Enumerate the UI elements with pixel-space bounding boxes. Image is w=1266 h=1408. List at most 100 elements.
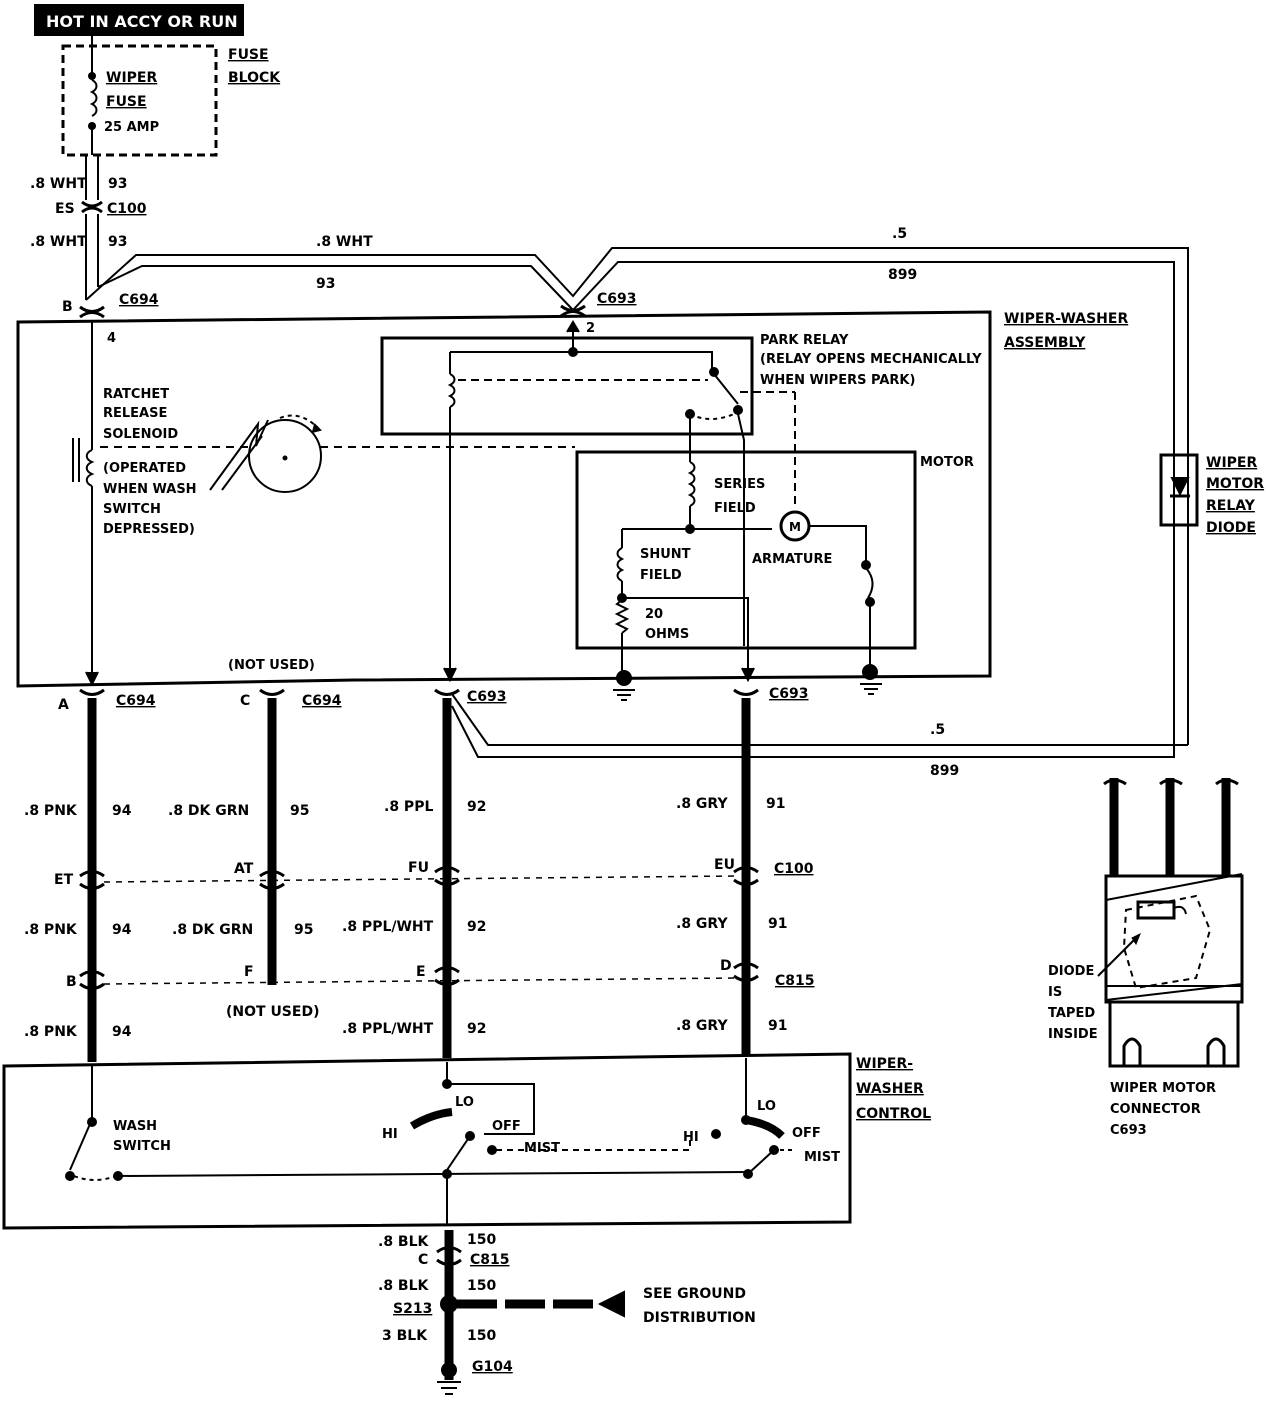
diode-note-3: TAPED xyxy=(1048,1006,1095,1021)
wash-switch-label-2: SWITCH xyxy=(113,1139,171,1154)
park-relay-label-1: PARK RELAY xyxy=(760,333,849,348)
diode-label-4: DIODE xyxy=(1206,520,1256,536)
connector-c694-top: C694 xyxy=(119,292,159,308)
series-field-label-2: FIELD xyxy=(714,501,756,516)
right-switch-mist: MIST xyxy=(804,1150,840,1165)
pin-et: ET xyxy=(54,872,74,888)
wire-91-circuit-1: 91 xyxy=(766,796,785,812)
wire-150-circuit-2: 150 xyxy=(467,1278,496,1294)
pin-2: 2 xyxy=(586,321,595,336)
solenoid-label-1: RATCHET xyxy=(103,387,169,402)
wire-92-gauge-1: .8 PPL xyxy=(384,799,433,815)
park-relay xyxy=(380,320,796,683)
connector-caption-2: CONNECTOR xyxy=(1110,1102,1201,1117)
connector-c815-right: C815 xyxy=(775,973,815,989)
wire-93-circuit-span: 93 xyxy=(316,276,335,292)
wire-91-circuit-2: 91 xyxy=(768,916,787,932)
solenoid-label-3: SOLENOID xyxy=(103,427,178,442)
wire-95-gauge-2: .8 DK GRN xyxy=(172,922,253,938)
control-box xyxy=(2,1052,852,1230)
wire-91-gauge-1: .8 GRY xyxy=(676,796,728,812)
diode-label-3: RELAY xyxy=(1206,498,1256,514)
motor-label: MOTOR xyxy=(920,455,974,470)
wire-899 xyxy=(451,693,1188,758)
control-title-2: WASHER xyxy=(856,1081,924,1097)
pin-c-top: C xyxy=(240,693,250,709)
wire-92-circuit-1: 92 xyxy=(467,799,486,815)
left-switch-off: OFF xyxy=(492,1119,521,1134)
ground-symbols xyxy=(437,1290,625,1395)
solenoid-label-6: SWITCH xyxy=(103,502,161,517)
connector-c100-bottom: C100 xyxy=(774,861,814,877)
wire-94-gauge-3: .8 PNK xyxy=(24,1024,78,1040)
diode-label-2: MOTOR xyxy=(1206,476,1264,492)
wire-93-gauge-mid: .8 WHT xyxy=(30,234,87,250)
wash-switch-label-1: WASH xyxy=(113,1119,157,1134)
wire-899-circuit-top: 899 xyxy=(888,267,917,283)
fuse-block-title-1: FUSE xyxy=(228,47,269,63)
assembly-title-1: WIPER-WASHER xyxy=(1004,311,1128,327)
pin-d: D xyxy=(720,958,732,974)
wire-91-gauge-2: .8 GRY xyxy=(676,916,728,932)
wire-94-circuit-1: 94 xyxy=(112,803,132,819)
wire-92-gauge-2: .8 PPL/WHT xyxy=(342,919,434,935)
power-label: HOT IN ACCY OR RUN xyxy=(46,12,238,31)
connector-dashed-links xyxy=(103,875,737,985)
connector-c694-c: C694 xyxy=(302,693,342,709)
pin-a: A xyxy=(58,697,69,713)
solenoid-label-2: RELEASE xyxy=(103,406,167,421)
power-source: HOT IN ACCY OR RUN xyxy=(34,4,244,36)
wire-95-circuit-1: 95 xyxy=(290,803,309,819)
diode-label-1: WIPER xyxy=(1206,455,1257,471)
pin-at: AT xyxy=(234,861,254,877)
pin-eu: EU xyxy=(714,857,735,873)
wire-94-gauge-1: .8 PNK xyxy=(24,803,78,819)
pin-es: ES xyxy=(55,201,75,217)
connector-c815-ground: C815 xyxy=(470,1252,510,1268)
diode-note-2: IS xyxy=(1048,985,1062,1000)
assembly-box xyxy=(16,310,992,688)
right-switch-off: OFF xyxy=(792,1126,821,1141)
solenoid-label-4: (OPERATED xyxy=(103,461,186,476)
assembly-title-2: ASSEMBLY xyxy=(1004,335,1086,351)
connector-c693-top-symbol xyxy=(560,304,586,318)
wire-150-circuit-3: 150 xyxy=(467,1328,496,1344)
wire-94-circuit-2: 94 xyxy=(112,922,132,938)
wire-93-gauge-span: .8 WHT xyxy=(316,234,373,250)
left-switch-mist: MIST xyxy=(524,1141,560,1156)
solenoid-label-7: DEPRESSED) xyxy=(103,522,195,537)
shunt-field-label-1: SHUNT xyxy=(640,547,691,562)
shunt-field-label-2: FIELD xyxy=(640,568,682,583)
ground-note-1: SEE GROUND xyxy=(643,1286,746,1302)
connector-c693-left: C693 xyxy=(467,689,507,705)
left-switch-lo: LO xyxy=(455,1095,474,1110)
connector-caption-1: WIPER MOTOR xyxy=(1110,1081,1216,1096)
pin-b-bottom: B xyxy=(66,974,77,990)
left-switch-hi: HI xyxy=(382,1127,398,1142)
motor: M xyxy=(575,450,917,701)
control-title-3: CONTROL xyxy=(856,1106,931,1122)
resistor-label-2: OHMS xyxy=(645,627,689,642)
wire-91-gauge-3: .8 GRY xyxy=(676,1018,728,1034)
wire-899-gauge-bottom: .5 xyxy=(930,722,945,738)
control-title-1: WIPER- xyxy=(856,1056,913,1072)
connector-c693-right: C693 xyxy=(769,686,809,702)
connector-caption-3: C693 xyxy=(1110,1123,1147,1138)
wire-92-circuit-2: 92 xyxy=(467,919,486,935)
wire-94-gauge-2: .8 PNK xyxy=(24,922,78,938)
pin-e: E xyxy=(416,964,426,980)
wire-93-gauge-top: .8 WHT xyxy=(30,176,87,192)
connector-c694-top-symbol xyxy=(79,305,105,319)
fuse-block-title-2: BLOCK xyxy=(228,70,281,86)
control-switches xyxy=(65,1058,796,1224)
right-switch-hi: HI xyxy=(683,1130,699,1145)
ground-note-2: DISTRIBUTION xyxy=(643,1310,756,1326)
series-field-label-1: SERIES xyxy=(714,477,765,492)
connector-c694-a: C694 xyxy=(116,693,156,709)
wire-93-circuit-mid: 93 xyxy=(108,234,127,250)
armature-symbol: M xyxy=(789,520,801,534)
wire-92-gauge-3: .8 PPL/WHT xyxy=(342,1021,434,1037)
wire-899-circuit-bottom: 899 xyxy=(930,763,959,779)
wire-91-circuit-3: 91 xyxy=(768,1018,787,1034)
